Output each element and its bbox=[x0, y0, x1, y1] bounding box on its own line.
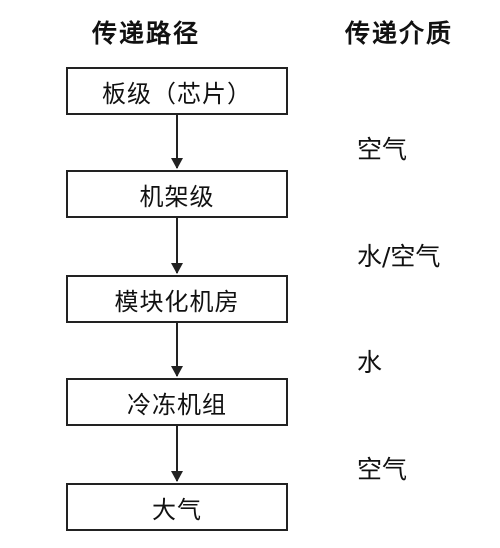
step-rack-level: 机架级 bbox=[66, 170, 288, 218]
step-board-level: 板级（芯片） bbox=[66, 67, 288, 115]
step-modular-room: 模块化机房 bbox=[66, 275, 288, 323]
flow-arrow-4 bbox=[171, 426, 183, 482]
medium-label-2: 水/空气 bbox=[357, 242, 441, 271]
medium-column-heading: 传递介质 bbox=[345, 19, 454, 48]
medium-label-3: 水 bbox=[357, 348, 383, 377]
path-column-heading: 传递路径 bbox=[92, 19, 201, 48]
step-atmosphere: 大气 bbox=[66, 483, 288, 531]
flow-arrow-3 bbox=[171, 323, 183, 377]
flow-arrow-2 bbox=[171, 218, 183, 274]
step-chiller-unit: 冷冻机组 bbox=[66, 378, 288, 426]
flow-arrow-1 bbox=[171, 115, 183, 169]
medium-label-4: 空气 bbox=[357, 455, 408, 484]
medium-label-1: 空气 bbox=[357, 135, 408, 164]
